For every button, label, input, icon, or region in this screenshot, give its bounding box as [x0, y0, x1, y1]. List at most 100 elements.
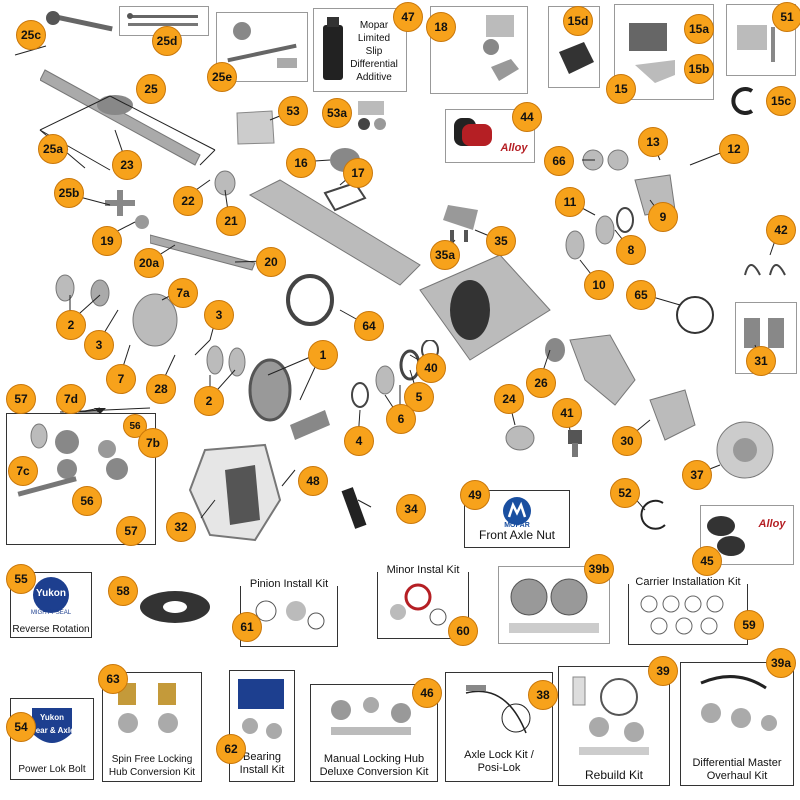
- callout-35a[interactable]: 35a: [430, 240, 460, 270]
- callout-25b[interactable]: 25b: [54, 178, 84, 208]
- callout-4[interactable]: 4: [344, 426, 374, 456]
- callout-66[interactable]: 66: [544, 146, 574, 176]
- callout-37[interactable]: 37: [682, 460, 712, 490]
- callout-26[interactable]: 26: [526, 368, 556, 398]
- callout-7[interactable]: 7: [106, 364, 136, 394]
- callout-11[interactable]: 11: [555, 187, 585, 217]
- callout-25c[interactable]: 25c: [16, 20, 46, 50]
- callout-65[interactable]: 65: [626, 280, 656, 310]
- callout-57a[interactable]: 57: [6, 384, 36, 414]
- callout-7d[interactable]: 7d: [56, 384, 86, 414]
- callout-59[interactable]: 59: [734, 610, 764, 640]
- callout-31[interactable]: 31: [746, 346, 776, 376]
- carrier-install-kit-box[interactable]: Carrier Installation Kit: [628, 576, 748, 645]
- callout-15a[interactable]: 15a: [684, 14, 714, 44]
- callout-2b[interactable]: 2: [194, 386, 224, 416]
- callout-3a[interactable]: 3: [84, 330, 114, 360]
- callout-45[interactable]: 45: [692, 546, 722, 576]
- callout-3b[interactable]: 3: [204, 300, 234, 330]
- callout-8[interactable]: 8: [616, 235, 646, 265]
- callout-47[interactable]: 47: [393, 2, 423, 32]
- callout-2a[interactable]: 2: [56, 310, 86, 340]
- callout-15d[interactable]: 15d: [563, 6, 593, 36]
- callout-39a[interactable]: 39a: [766, 648, 796, 678]
- callout-62[interactable]: 62: [216, 734, 246, 764]
- bearing-set-3: [206, 345, 246, 377]
- callout-15b[interactable]: 15b: [684, 54, 714, 84]
- callout-52[interactable]: 52: [610, 478, 640, 508]
- callout-35[interactable]: 35: [486, 226, 516, 256]
- callout-46[interactable]: 46: [412, 678, 442, 708]
- callout-15c[interactable]: 15c: [766, 86, 796, 116]
- diff-master-box[interactable]: Differential Master Overhaul Kit: [680, 662, 794, 786]
- bearing-21: [214, 170, 236, 196]
- pinion-gear-1: [290, 410, 330, 440]
- callout-16[interactable]: 16: [286, 148, 316, 178]
- callout-53[interactable]: 53: [278, 96, 308, 126]
- callout-25d[interactable]: 25d: [152, 26, 182, 56]
- callout-7c[interactable]: 7c: [8, 456, 38, 486]
- callout-9[interactable]: 9: [648, 202, 678, 232]
- callout-51[interactable]: 51: [772, 2, 800, 32]
- callout-17[interactable]: 17: [343, 158, 373, 188]
- callout-32[interactable]: 32: [166, 512, 196, 542]
- callout-25[interactable]: 25: [136, 74, 166, 104]
- callout-60[interactable]: 60: [448, 616, 478, 646]
- callout-22[interactable]: 22: [173, 186, 203, 216]
- differential-housing: [419, 254, 551, 361]
- snap-ring-15c: [731, 87, 754, 115]
- callout-24[interactable]: 24: [494, 384, 524, 414]
- callout-21[interactable]: 21: [216, 206, 246, 236]
- callout-1[interactable]: 1: [308, 340, 338, 370]
- callout-38[interactable]: 38: [528, 680, 558, 710]
- callout-20a[interactable]: 20a: [134, 248, 164, 278]
- callout-56a[interactable]: 56: [123, 414, 147, 438]
- callout-13[interactable]: 13: [638, 127, 668, 157]
- callout-7b[interactable]: 7b: [138, 428, 168, 458]
- callout-5[interactable]: 5: [404, 382, 434, 412]
- callout-54[interactable]: 54: [6, 712, 36, 742]
- callout-63[interactable]: 63: [98, 664, 128, 694]
- rebuild-kit-box[interactable]: Rebuild Kit: [558, 666, 670, 786]
- pinion-install-kit-box[interactable]: Pinion Install Kit: [240, 578, 338, 647]
- callout-12[interactable]: 12: [719, 134, 749, 164]
- callout-58[interactable]: 58: [108, 576, 138, 606]
- axle-shaft-20: [150, 234, 256, 271]
- callout-28[interactable]: 28: [146, 374, 176, 404]
- bearing-install-kit-box[interactable]: Bearing Install Kit: [229, 670, 295, 782]
- callout-40[interactable]: 40: [416, 353, 446, 383]
- callout-20[interactable]: 20: [256, 247, 286, 277]
- callout-25a[interactable]: 25a: [38, 134, 68, 164]
- callout-39b[interactable]: 39b: [584, 554, 614, 584]
- callout-48[interactable]: 48: [298, 466, 328, 496]
- callout-41[interactable]: 41: [552, 398, 582, 428]
- callout-49[interactable]: 49: [460, 480, 490, 510]
- carrier-install-kit-label: Carrier Installation Kit: [629, 576, 747, 589]
- callout-6[interactable]: 6: [386, 404, 416, 434]
- axle-lock-kit-box[interactable]: Axle Lock Kit / Posi-Lok: [445, 672, 553, 782]
- callout-18[interactable]: 18: [426, 12, 456, 42]
- reverse-rotation-box[interactable]: Yukon MIGHTY SEAL Reverse Rotation: [10, 572, 92, 638]
- front-axle-nut-label: Front Axle Nut: [478, 528, 556, 542]
- callout-44[interactable]: 44: [512, 102, 542, 132]
- callout-19[interactable]: 19: [92, 226, 122, 256]
- callout-34[interactable]: 34: [396, 494, 426, 524]
- callout-57b[interactable]: 57: [116, 516, 146, 546]
- u-joint-25b: [105, 190, 135, 216]
- callout-56b[interactable]: 56: [72, 486, 102, 516]
- callout-25e[interactable]: 25e: [207, 62, 237, 92]
- callout-7a[interactable]: 7a: [168, 278, 198, 308]
- callout-64[interactable]: 64: [354, 311, 384, 341]
- callout-55[interactable]: 55: [6, 564, 36, 594]
- callout-61[interactable]: 61: [232, 612, 262, 642]
- yukon-logo: Yukon: [35, 588, 66, 599]
- callout-23[interactable]: 23: [112, 150, 142, 180]
- rebuild-kit-label: Rebuild Kit: [584, 768, 644, 782]
- callout-15[interactable]: 15: [606, 74, 636, 104]
- callout-10[interactable]: 10: [584, 270, 614, 300]
- callout-30[interactable]: 30: [612, 426, 642, 456]
- callout-53a[interactable]: 53a: [322, 98, 352, 128]
- callout-39[interactable]: 39: [648, 656, 678, 686]
- callout-42[interactable]: 42: [766, 215, 796, 245]
- reverse-rotation-label: Reverse Rotation: [12, 624, 90, 635]
